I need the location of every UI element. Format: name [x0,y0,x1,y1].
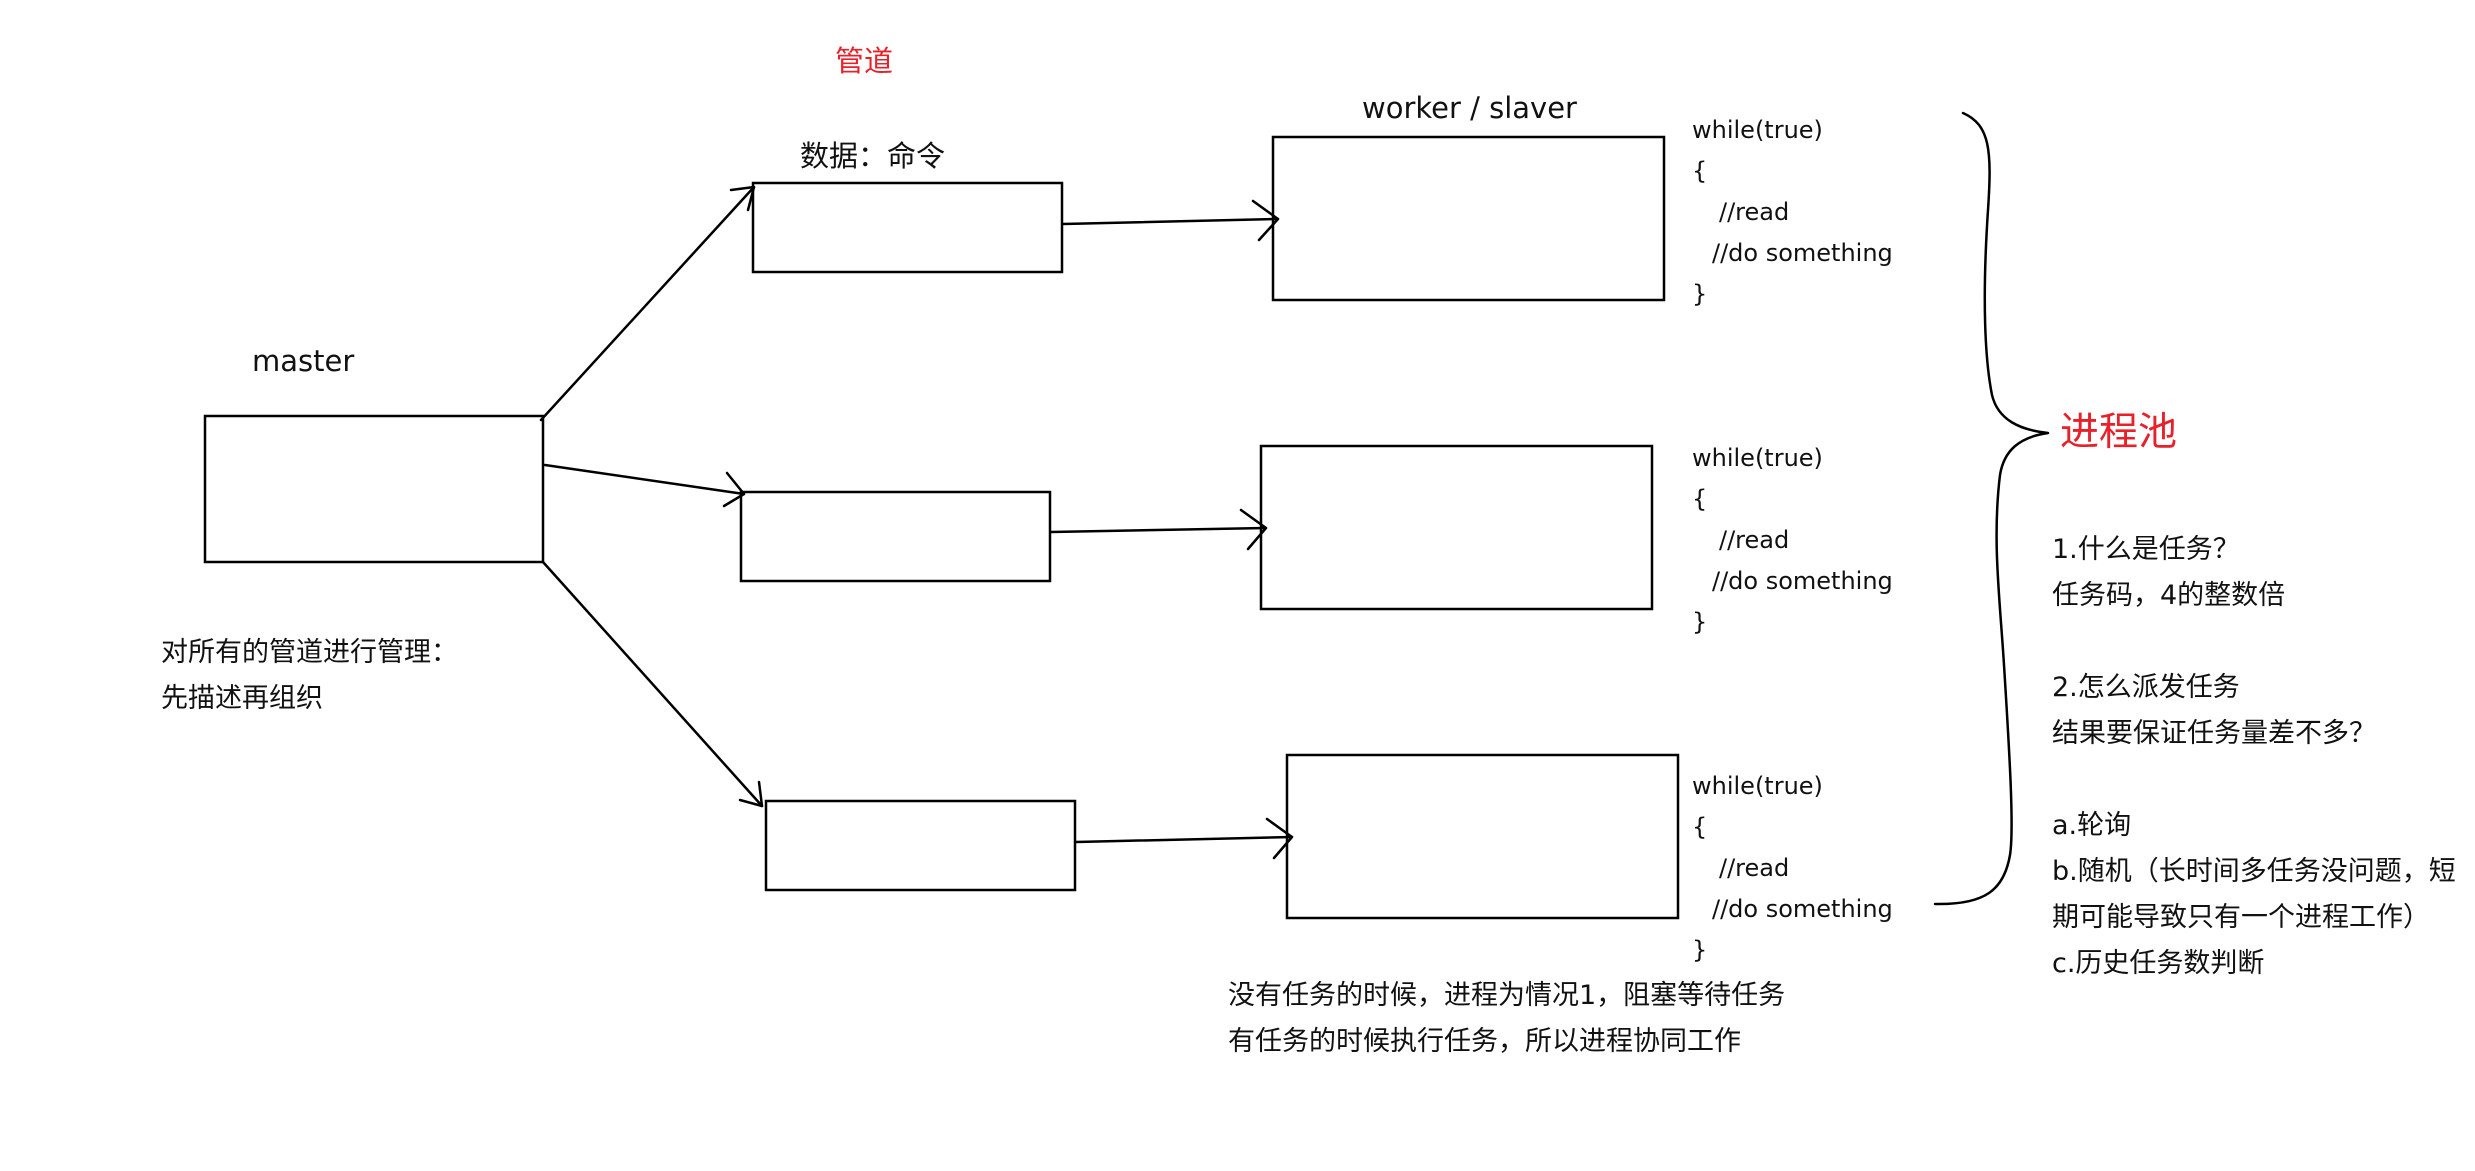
code-line: //read [1719,526,1790,554]
worker-box-2 [1259,444,1654,611]
idle-note: 没有任务的时候，进程为情况1，阻塞等待任务 有任务的时候执行任务，所以进程协同工… [1228,973,1785,1065]
pool-note-line [2052,757,2456,803]
arrow-pipe-to-worker-2 [1049,508,1268,551]
worker-code-1: while(true) { //read //do something } [1692,110,1893,315]
code-line: //do something [1712,895,1893,923]
pool-note-line: 结果要保证任务量差不多？ [2052,718,2376,749]
arrow-master-to-pipe-2 [543,463,746,508]
worker-code-3: while(true) { //read //do something } [1692,766,1893,971]
master-note: 对所有的管道进行管理： 先描述再组织 [161,630,458,722]
pool-notes: 1.什么是任务？ 任务码，4的整数倍 2.怎么派发任务 结果要保证任务量差不多？… [2052,527,2456,987]
code-line: //read [1719,198,1790,226]
pipe-title: 管道 [835,44,894,78]
pipe-box-2 [739,490,1052,583]
arrow-master-to-pipe-3 [541,560,764,808]
worker-code-2: while(true) { //read //do something } [1692,438,1893,643]
arrow-pipe-to-worker-3 [1074,817,1294,860]
pool-note-line: 任务码，4的整数倍 [2052,580,2286,611]
master-box [203,414,545,564]
idle-note-line-2: 有任务的时候执行任务，所以进程协同工作 [1228,1026,1741,1057]
code-line: { [1692,157,1708,185]
pool-note-line: 期可能导致只有一个进程工作） [2052,902,2430,933]
master-note-line-1: 对所有的管道进行管理： [161,637,458,668]
pipe-box-3 [764,799,1077,892]
pool-note-line: b.随机（长时间多任务没问题，短 [2052,856,2456,887]
code-line: { [1692,813,1708,841]
pipe-data-label: 数据：命令 [800,139,946,173]
worker-box-3 [1285,753,1680,920]
code-line: } [1692,608,1708,636]
arrow-pipe-to-worker-1 [1061,199,1280,242]
pipe-box-1 [751,181,1064,274]
process-pool-brace [1933,111,2050,906]
master-note-line-2: 先描述再组织 [161,683,323,714]
code-line: } [1692,936,1708,964]
pool-note-line: 1.什么是任务？ [2052,534,2240,565]
code-line: { [1692,485,1708,513]
code-line: //do something [1712,239,1893,267]
code-line: while(true) [1692,772,1823,800]
master-label: master [252,344,355,378]
worker-box-1 [1271,135,1666,302]
code-line: while(true) [1692,116,1823,144]
code-line: } [1692,280,1708,308]
pool-note-line: a.轮询 [2052,810,2132,841]
code-line: while(true) [1692,444,1823,472]
arrow-master-to-pipe-1 [539,185,756,422]
idle-note-line-1: 没有任务的时候，进程为情况1，阻塞等待任务 [1228,980,1786,1011]
worker-title: worker / slaver [1362,91,1577,125]
pool-note-line: c.历史任务数判断 [2052,948,2265,979]
pool-title: 进程池 [2060,410,2178,455]
code-line: //read [1719,854,1790,882]
pool-note-line [2052,619,2456,665]
code-line: //do something [1712,567,1893,595]
pool-note-line: 2.怎么派发任务 [2052,672,2240,703]
